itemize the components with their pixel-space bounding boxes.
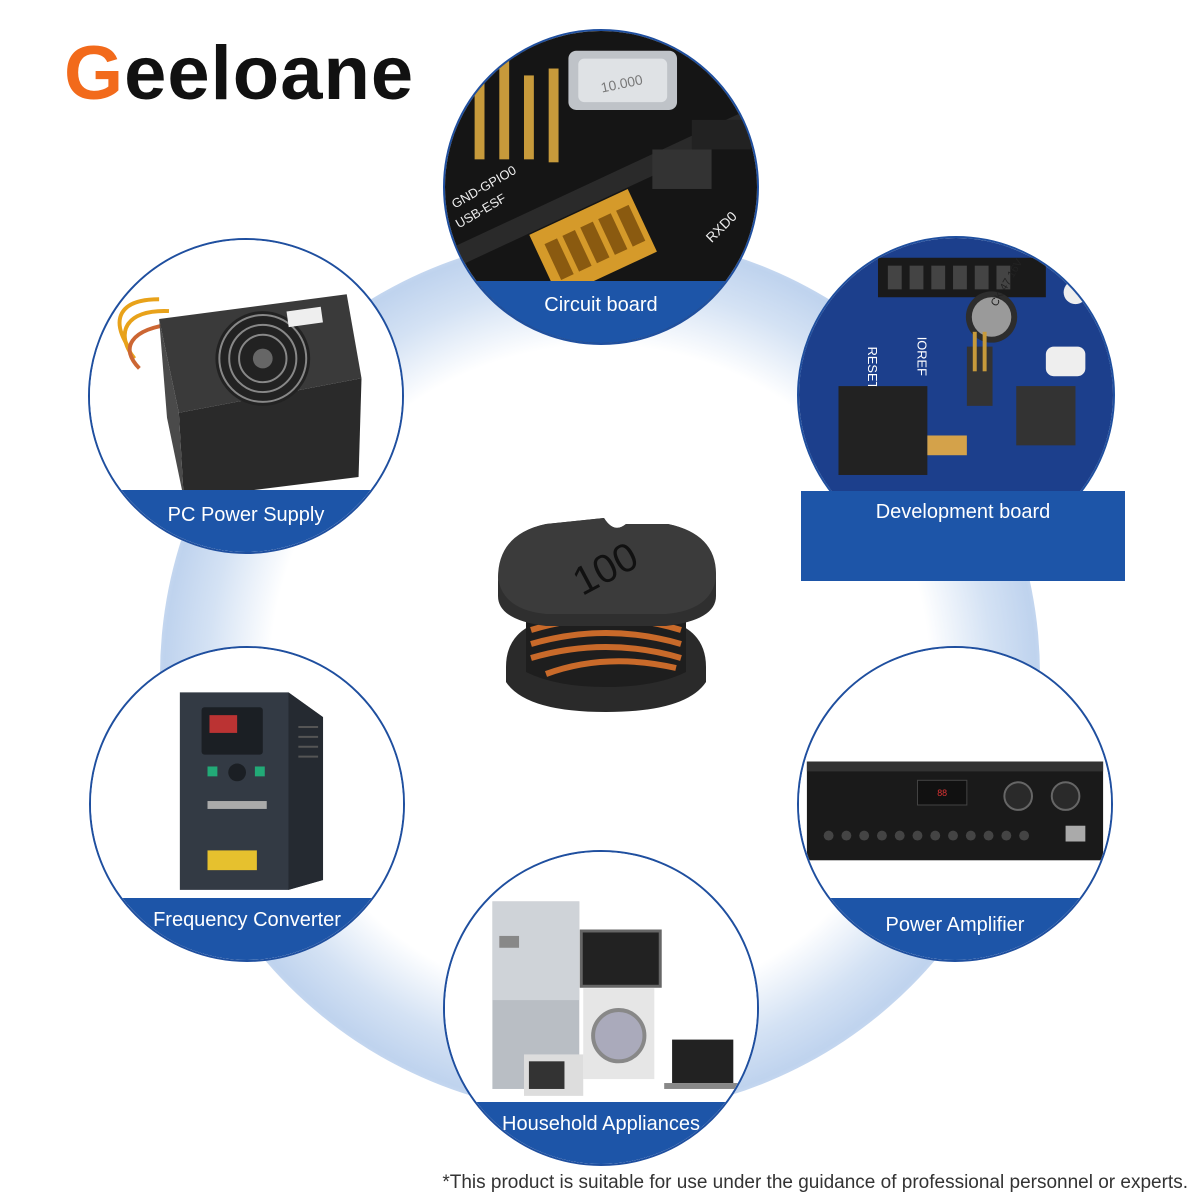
svg-text:IOREF: IOREF — [914, 337, 929, 376]
label-circuit-board: Circuit board — [445, 281, 757, 343]
disclaimer-text: *This product is suitable for use under … — [442, 1172, 1188, 1193]
label-frequency-converter: Frequency Converter — [91, 898, 403, 960]
label-development-board: Development board — [801, 491, 1125, 581]
app-pc-power-supply: PC Power Supply — [88, 238, 404, 554]
label-household-appliances: Household Appliances — [445, 1102, 757, 1164]
label-power-amplifier: Power Amplifier — [799, 898, 1111, 960]
app-circuit-board: 10.000 GND-GPIO0 USB-ESF RXD0 Circuit bo… — [443, 29, 759, 345]
svg-text:88: 88 — [937, 788, 947, 798]
brand-logo: Geeloane — [64, 31, 415, 116]
app-household-appliances: Household Appliances — [443, 850, 759, 1166]
app-frequency-converter: Frequency Converter — [89, 646, 405, 962]
inductor-icon: 100 — [498, 518, 716, 712]
app-power-amplifier: 88 Power Amplifier — [797, 646, 1113, 962]
circuit-board-icon: 10.000 GND-GPIO0 USB-ESF RXD0 — [445, 31, 757, 343]
svg-text:RESET: RESET — [865, 347, 880, 390]
label-pc-power-supply: PC Power Supply — [90, 490, 402, 552]
